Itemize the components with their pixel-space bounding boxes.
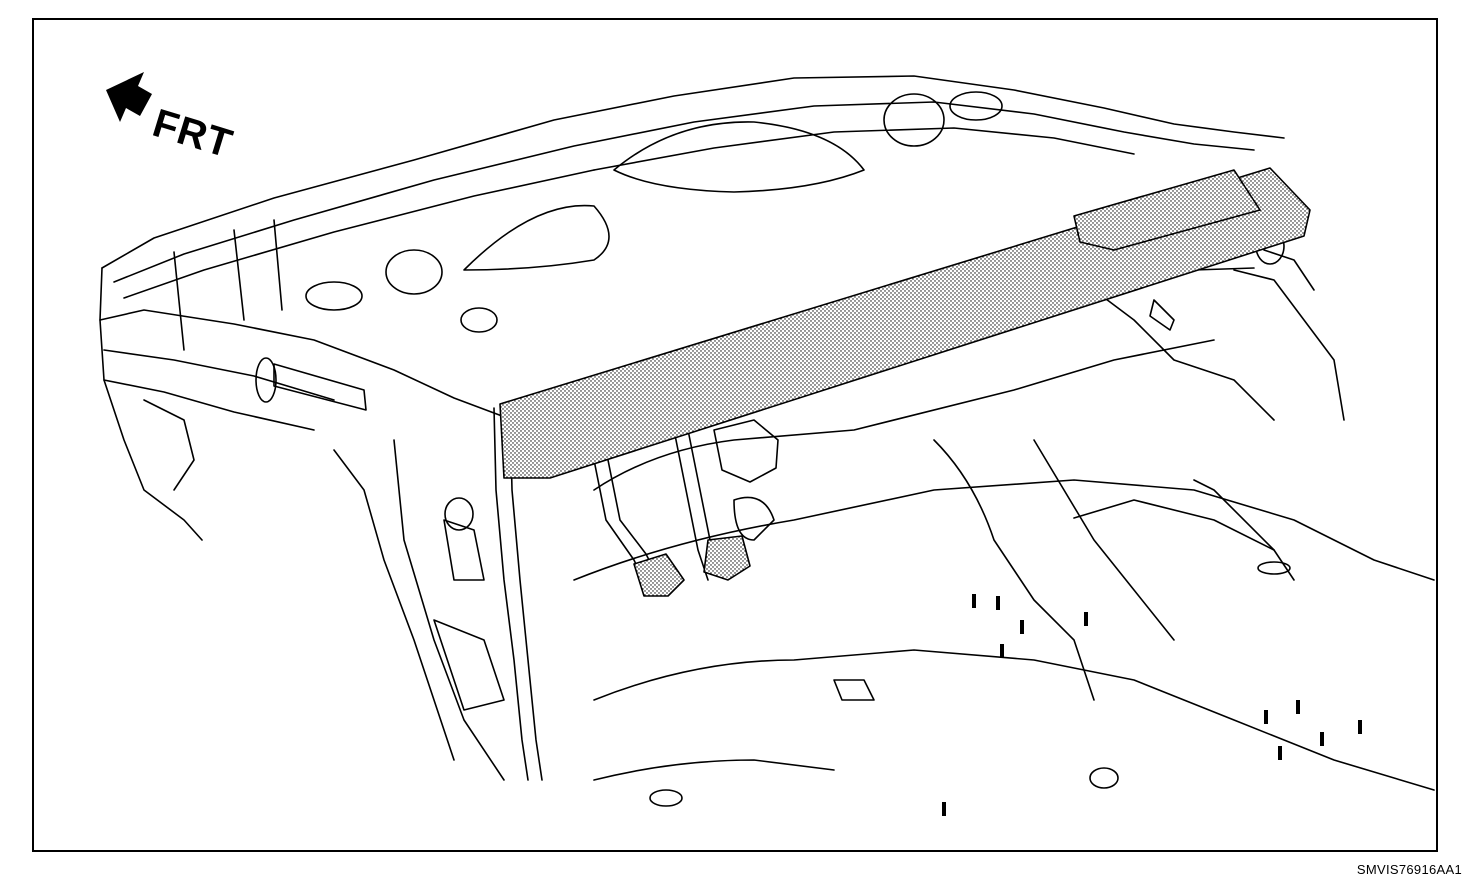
floor-panel xyxy=(573,439,1435,807)
cowl-openings xyxy=(305,91,1003,333)
cowl-top-panel xyxy=(101,75,1285,351)
diagram-frame: FRT xyxy=(32,18,1438,852)
figure-code: SMVIS76916AA1 xyxy=(1356,862,1462,877)
floor-fasteners xyxy=(942,594,1362,816)
steering-member-highlight xyxy=(499,167,1311,597)
vehicle-body-illustration xyxy=(99,72,1435,816)
arrow-up-left-icon xyxy=(106,72,152,122)
left-side-structure xyxy=(99,267,505,781)
